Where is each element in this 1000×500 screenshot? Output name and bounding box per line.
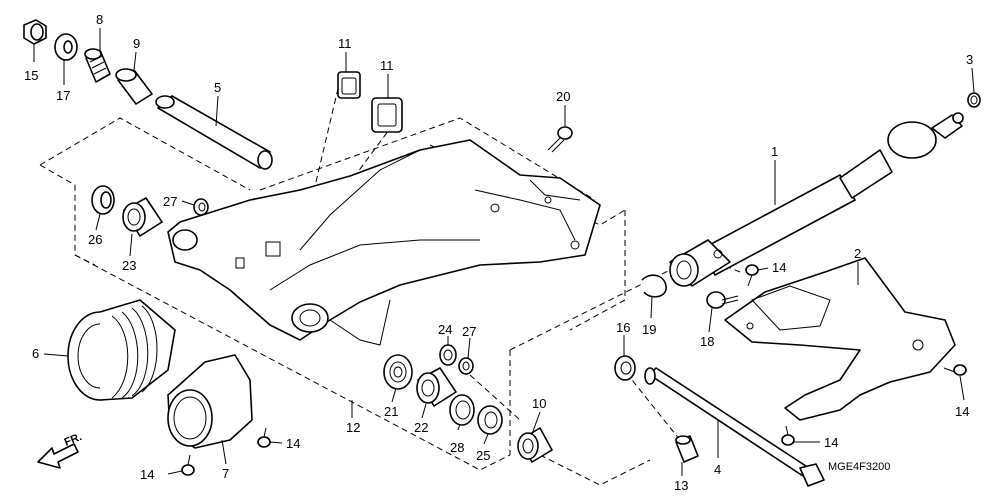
part-8-threaded-collar [84, 48, 111, 83]
part-14-bolt-b [943, 364, 967, 376]
part-5-pipe [155, 95, 273, 170]
part-3-circlip [967, 92, 981, 108]
callout-13: 13 [674, 478, 688, 493]
part-24-collar [439, 344, 457, 366]
callout-14-e: 14 [140, 467, 154, 482]
callout-5: 5 [214, 80, 221, 95]
callout-14-a: 14 [772, 260, 786, 275]
part-28-seal [449, 394, 475, 426]
part-7-guard [167, 354, 253, 449]
callout-28: 28 [450, 440, 464, 455]
leader-lines [33, 28, 975, 476]
diagram-code: MGE4F3200 [828, 461, 890, 473]
part-10-collar [517, 427, 553, 463]
part-14-bolt-e [181, 454, 195, 476]
part-18-bolt [706, 291, 739, 309]
callout-20: 20 [556, 89, 570, 104]
part-16-washer [614, 355, 636, 381]
part-19-circlip [641, 274, 667, 298]
callout-3: 3 [966, 52, 973, 67]
callout-17: 17 [56, 88, 70, 103]
part-14-bolt-d [257, 427, 271, 448]
part-26-seal [91, 185, 115, 215]
callout-18: 18 [700, 334, 714, 349]
part-14-bolt-c [781, 425, 795, 446]
callout-27-b: 27 [462, 324, 476, 339]
callout-6: 6 [32, 346, 39, 361]
callout-10: 10 [532, 396, 546, 411]
part-4-pivot-shaft [644, 367, 825, 487]
part-13-collar [675, 435, 699, 463]
callout-7: 7 [222, 466, 229, 481]
callout-11-a: 11 [338, 36, 352, 51]
part-27-seal-upper [193, 198, 209, 216]
callout-27-a: 27 [163, 194, 177, 209]
callout-24: 24 [438, 322, 452, 337]
part-11-cap-a [337, 71, 361, 99]
part-20-bolt [547, 126, 573, 153]
part-11-cap-b [371, 97, 403, 133]
part-21-bearing [383, 354, 413, 390]
part-14-bolt-a [745, 264, 759, 287]
callout-23: 23 [122, 258, 136, 273]
callout-14-d: 14 [286, 436, 300, 451]
part-15-flange-nut [23, 19, 47, 45]
callout-12: 12 [346, 420, 360, 435]
callout-11-b: 11 [380, 58, 394, 73]
swingarm [167, 139, 601, 346]
part-2-cover [724, 257, 956, 421]
callout-26: 26 [88, 232, 102, 247]
part-22-needle-bearing [416, 367, 457, 407]
callout-25: 25 [476, 448, 490, 463]
part-23-needle-bearing [122, 197, 163, 237]
callout-15: 15 [24, 68, 38, 83]
callout-22: 22 [414, 420, 428, 435]
callout-8: 8 [96, 12, 103, 27]
callout-1: 1 [771, 144, 778, 159]
part-1-drive-shaft [669, 112, 964, 287]
callout-21: 21 [384, 404, 398, 419]
part-27-seal-lower [458, 357, 474, 375]
callout-14-b: 14 [955, 404, 969, 419]
callout-9: 9 [133, 36, 140, 51]
front-direction-arrow: FR. [37, 431, 84, 469]
callout-4: 4 [714, 462, 721, 477]
callout-16: 16 [616, 320, 630, 335]
callout-2: 2 [854, 246, 861, 261]
part-6-boot [67, 299, 176, 401]
front-direction-label: FR. [63, 431, 84, 449]
callout-19: 19 [642, 322, 656, 337]
callout-labels: 15 17 8 9 5 11 11 20 3 1 2 14 18 19 16 1… [24, 12, 973, 493]
part-25-seal [477, 405, 503, 435]
part-9-bushing [115, 68, 153, 105]
callout-14-c: 14 [824, 435, 838, 450]
part-17-washer [54, 33, 78, 61]
